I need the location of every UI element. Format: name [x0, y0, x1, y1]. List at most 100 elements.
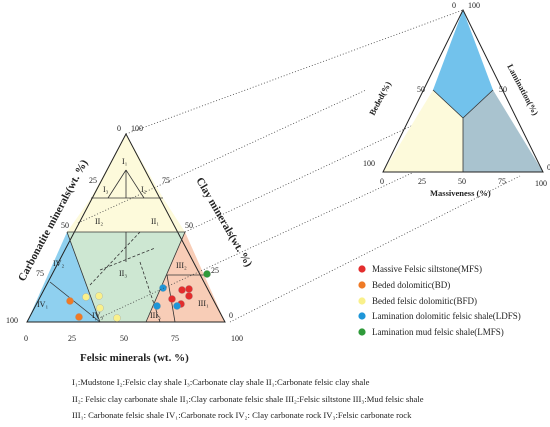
connector-line: [77, 89, 367, 224]
corner-left-hundred: 100: [6, 316, 18, 325]
inset-axis-right: Lamination(%): [505, 62, 541, 117]
legend-item: Lamination dolomitic felsic shale(LDFS): [358, 311, 521, 321]
sample-point-mfs: [185, 285, 193, 293]
left-tick-25: 25: [89, 176, 97, 185]
connector-line: [94, 172, 413, 321]
legend-marker-lmfs: [358, 328, 366, 336]
axis-title-bottom: Felsic minerals (wt. %): [80, 352, 189, 364]
field-label-IV3: IV₃: [92, 311, 103, 320]
legend-marker-bfd: [358, 297, 366, 305]
note-line: II₂: Felsic clay carbonate shale II₃:Cla…: [72, 393, 424, 404]
right-tick-50: 50: [185, 221, 193, 230]
sample-point-ldfs: [153, 302, 161, 310]
field-label-III3: III₃: [150, 311, 161, 320]
note-line: I₁:Mudstone I₂:Felsic clay shale I₃:Carb…: [72, 377, 370, 387]
sample-point-lmfs: [203, 270, 211, 278]
inset-bottom-tick-75: 75: [498, 177, 506, 186]
line-left-sub: [49, 281, 101, 323]
sample-point-mfs: [168, 295, 176, 303]
region-upper-band: [67, 198, 185, 232]
legend-item: Lamination mud felsic shale(LMFS): [358, 327, 504, 337]
field-label-II1: II₁: [151, 217, 159, 226]
inset-divider: [432, 89, 464, 119]
bottom-tick-25: 25: [68, 334, 76, 343]
legend-marker-mfs: [358, 265, 366, 273]
line-right-boundary: [145, 231, 186, 323]
legend-label-mfs: Massive Felsic siltstone(MFS): [372, 264, 482, 274]
right-tick-75: 75: [162, 176, 170, 185]
right-tick-25: 25: [211, 266, 219, 275]
legend-item: Massive Felsic siltstone(MFS): [358, 264, 482, 274]
note-line: III₁: Carbonate felsic shale IV₁:Carbona…: [72, 410, 412, 420]
legend-item: Beded felsic dolomitic(BFD): [358, 296, 477, 306]
field-label-II3: II₃: [119, 269, 127, 278]
legend-label-ldfs: Lamination dolomitic felsic shale(LDFS): [372, 311, 521, 321]
legend-label-bfd: Beded felsic dolomitic(BFD): [372, 296, 477, 306]
corner-bottom-right-hundred: 100: [231, 334, 243, 343]
axis-title-right: Clay minerals(wt. %): [193, 176, 254, 270]
inset-bottom-tick-50: 50: [458, 177, 466, 186]
sample-point-mfs: [178, 286, 186, 294]
inset-ternary-diagram: 0 100 100 0 0 100 50 50 25 50 75 Beded(%…: [363, 1, 550, 198]
line-top-split-left: [107, 169, 127, 199]
left-tick-75: 75: [36, 269, 44, 278]
inset-region-left: [383, 90, 463, 172]
legend-marker-ldfs: [358, 312, 366, 320]
left-tick-50: 50: [61, 221, 69, 230]
field-label-I2: I₂: [141, 185, 147, 194]
inset-corner-left-hundred: 100: [363, 159, 375, 168]
inset-bottom-tick-25: 25: [418, 177, 426, 186]
inset-axis-bottom: Massiveness (%): [430, 188, 491, 198]
line-top-split-right: [125, 169, 145, 199]
field-label-IV2: IV₂: [53, 259, 64, 268]
inset-region-right: [463, 90, 543, 172]
field-label-I3: I₃: [103, 185, 109, 194]
inset-region-top: [433, 10, 493, 118]
inset-axis-left: Beded(%): [367, 80, 393, 117]
sample-point-ldfs: [159, 284, 167, 292]
field-label-III1: III₁: [198, 299, 209, 308]
field-label-II2: II₂: [95, 217, 103, 226]
field-label-IV1: IV₁: [37, 300, 48, 309]
inset-corner-top-hundred: 100: [468, 1, 480, 10]
inset-divider: [462, 89, 494, 119]
sample-point-bfd: [95, 292, 103, 300]
sample-point-ldfs: [173, 302, 181, 310]
region-left: [27, 232, 100, 322]
sample-point-bfd: [82, 293, 90, 301]
bottom-tick-75: 75: [171, 334, 179, 343]
main-triangle-outline: [26, 132, 226, 323]
main-ternary-diagram: 0 100 100 0 0 100 25 50 75 25 50 75 75 5…: [6, 124, 255, 364]
connector-line: [229, 175, 521, 323]
inset-left-tick-50: 50: [417, 85, 425, 94]
dashed-guide-3: [139, 261, 161, 323]
sample-point-bd: [75, 313, 83, 321]
connector-line: [125, 9, 464, 135]
sample-point-bfd: [113, 314, 121, 322]
field-label-III2: III₂: [176, 261, 187, 270]
legend-item: Beded dolomitic(BD): [358, 280, 450, 290]
line-left-boundary: [66, 231, 101, 323]
sample-point-bd: [66, 297, 74, 305]
inset-corner-left-zero: 0: [380, 177, 384, 186]
bottom-tick-50: 50: [120, 334, 128, 343]
legend-label-lmfs: Lamination mud felsic shale(LMFS): [372, 327, 504, 337]
inset-corner-top-zero: 0: [452, 1, 456, 10]
inset-right-tick-50: 50: [499, 85, 507, 94]
region-top: [91, 134, 163, 198]
dashed-guide-1: [89, 231, 141, 286]
legend-label-bd: Beded dolomitic(BD): [372, 280, 450, 290]
inset-corner-right-zero: 0: [547, 163, 550, 172]
corner-bottom-left-zero: 0: [24, 334, 28, 343]
inset-connectors: [77, 9, 521, 323]
field-label-I1: I₁: [122, 157, 128, 166]
corner-right-zero: 0: [229, 311, 233, 320]
inset-corner-right-hundred: 100: [535, 179, 547, 188]
corner-top-hundred: 100: [131, 124, 143, 133]
corner-top-zero: 0: [117, 124, 121, 133]
sample-point-mfs: [185, 292, 193, 300]
sample-point-bfd: [96, 304, 104, 312]
legend-marker-bd: [358, 281, 366, 289]
legend: Massive Felsic siltstone(MFS) Beded dolo…: [358, 264, 521, 337]
